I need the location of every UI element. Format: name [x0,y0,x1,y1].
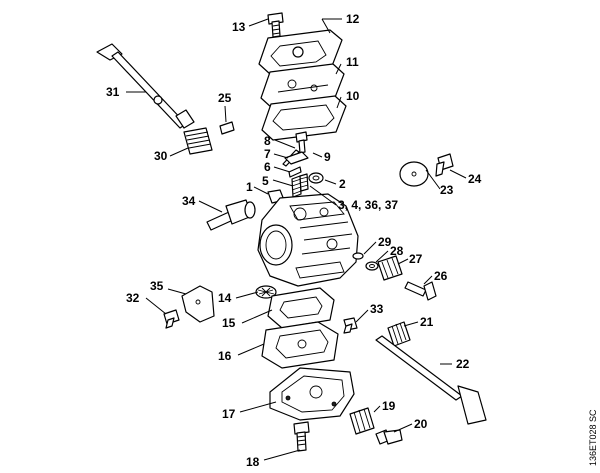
screw-33 [343,317,358,334]
inlet-needle-6 [288,166,302,178]
spring-19 [349,407,375,435]
callout-9: 9 [324,150,331,164]
callout-11: 11 [346,55,359,69]
callout-14: 14 [218,291,232,305]
callout-17: 17 [222,407,236,421]
callout-24: 24 [468,172,482,186]
screw-32 [163,309,180,329]
choke-shaft-22 [375,335,487,425]
callout-33: 33 [370,302,384,316]
drawing-reference-code: 136ET028 SC [588,409,598,466]
callout-34: 34 [182,194,196,208]
gasket-15 [267,287,335,329]
callout-10: 10 [346,89,360,103]
callout-2: 2 [339,177,346,191]
callout-6: 6 [264,160,271,174]
screw-24 [435,153,454,177]
callout-31: 31 [106,85,120,99]
diaphragm-16 [261,321,339,369]
adjusting-screw-20 [375,429,403,445]
carburetor-body [257,193,359,287]
callout-1: 1 [246,180,253,194]
callout-25: 25 [218,91,232,105]
screw-13 [267,12,284,38]
spring-27 [377,255,403,281]
plate-35 [181,285,215,323]
inlet-lever-7 [284,151,309,165]
clip-25 [219,121,235,135]
callout-28: 28 [390,244,404,258]
leader-lines [126,18,467,461]
gasket-10 [261,95,347,141]
callout-35: 35 [150,279,164,293]
disc-23 [399,161,429,187]
torsion-spring-30 [183,127,213,155]
callout-3-4-36-37: 3, 4, 36, 37 [338,198,398,212]
washer-28 [365,261,379,271]
callout-30: 30 [154,149,168,163]
fitting-34 [206,199,256,231]
callout-13: 13 [232,20,246,34]
callout-20: 20 [414,417,428,431]
screen-14 [255,285,277,299]
screw-18 [293,421,310,452]
spring-5 [291,175,302,198]
callout-32: 32 [126,291,140,305]
callout-21: 21 [420,315,434,329]
callout-labels: 13 12 11 10 8 7 6 5 9 2 1 3, 4, 36, 37 3… [106,12,482,469]
adjusting-screw-26 [404,281,437,301]
callout-16: 16 [218,349,232,363]
o-ring-29 [352,252,364,260]
callout-18: 18 [246,455,260,469]
callout-12: 12 [346,12,360,26]
spring-small-3 [299,173,309,192]
spring-21 [387,321,411,347]
callout-15: 15 [222,316,236,330]
callout-19: 19 [382,399,396,413]
callout-8: 8 [264,134,271,148]
callout-23: 23 [440,183,454,197]
washer-2 [308,172,324,184]
callout-5: 5 [262,174,269,188]
screw-9 [295,131,308,154]
callout-22: 22 [456,357,470,371]
metering-cover-17 [269,367,355,421]
callout-29: 29 [378,235,392,249]
callout-7: 7 [264,147,271,161]
callout-27: 27 [409,252,423,266]
throttle-shaft-31 [96,43,195,129]
callout-26: 26 [434,269,448,283]
